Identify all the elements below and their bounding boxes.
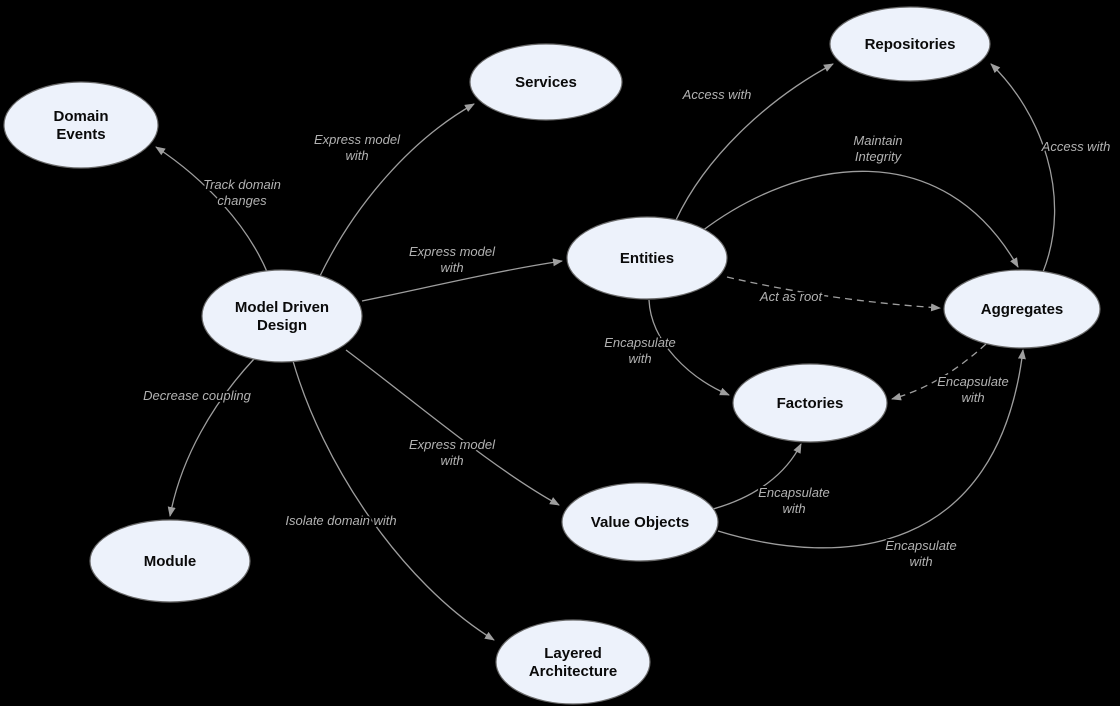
edge-valueobj-factories <box>712 443 802 510</box>
edge-mdd-services <box>319 103 475 277</box>
edge-mdd-module <box>167 358 255 517</box>
edge-label-entities-repositories: Access with <box>682 87 752 102</box>
node-factories: Factories <box>732 363 888 443</box>
edge-label-mdd-module: Decrease coupling <box>143 388 251 403</box>
node-ellipse <box>469 43 623 121</box>
edge-aggregates-repositories <box>990 63 1056 273</box>
node-label: Services <box>515 74 577 91</box>
edge-entities-aggregates-2 <box>726 276 941 312</box>
node-label: Aggregates <box>981 301 1064 318</box>
node-ellipse <box>561 482 719 562</box>
edge-label-mdd-layered-arch: Isolate domain with <box>285 513 396 528</box>
node-ellipse <box>943 269 1101 349</box>
edge-label-entities-aggregates-2: Act as root <box>759 289 824 304</box>
edge-mdd-entities <box>361 258 563 302</box>
node-label: Value Objects <box>591 514 689 531</box>
edge-entities-aggregates-1 <box>701 170 1019 268</box>
node-ellipse <box>201 269 363 363</box>
node-aggregates: Aggregates <box>943 269 1101 349</box>
edge-valueobj-aggregates <box>717 349 1026 549</box>
node-ellipse <box>3 81 159 169</box>
node-label: Entities <box>620 250 674 267</box>
node-module: Module <box>89 519 251 603</box>
edge-label-aggregates-repositories: Access with <box>1041 139 1111 154</box>
node-services: Services <box>469 43 623 121</box>
node-ellipse <box>829 6 991 82</box>
node-value-objects: Value Objects <box>561 482 719 562</box>
node-ellipse <box>732 363 888 443</box>
node-label: Repositories <box>865 36 956 53</box>
edge-entities-factories <box>648 299 730 396</box>
node-repositories: Repositories <box>829 6 991 82</box>
edge-aggregates-factories <box>891 343 987 401</box>
edge-mdd-value-objects <box>345 349 560 506</box>
node-ellipse <box>495 619 651 705</box>
edges-layer <box>155 63 1056 641</box>
node-ellipse <box>566 216 728 300</box>
edge-mdd-domain-events <box>155 146 269 275</box>
edge-entities-repositories <box>675 63 834 221</box>
node-label: Module <box>144 553 197 570</box>
node-entities: Entities <box>566 216 728 300</box>
node-ellipse <box>89 519 251 603</box>
node-label: Factories <box>777 395 844 412</box>
edge-mdd-layered-arch <box>292 360 495 641</box>
